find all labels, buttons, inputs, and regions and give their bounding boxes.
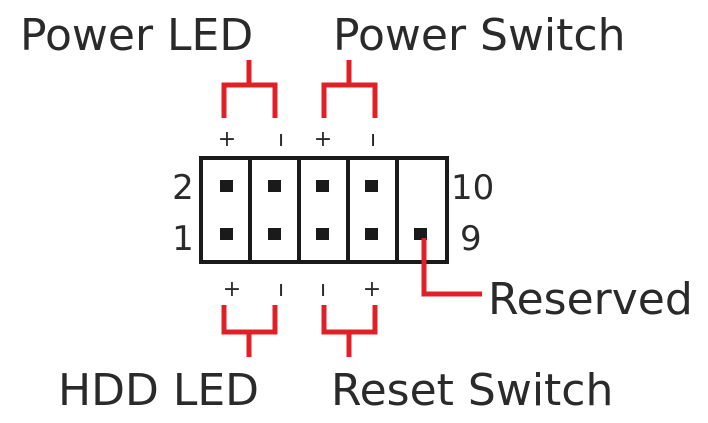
pin-4 bbox=[268, 180, 281, 192]
pin-9 bbox=[414, 228, 427, 240]
power-switch-minus: ı bbox=[370, 127, 376, 152]
pin-3 bbox=[268, 228, 281, 240]
hdd-led-minus: ı bbox=[278, 277, 284, 302]
header-connector bbox=[199, 156, 449, 264]
reset-switch-plus: + bbox=[363, 277, 381, 302]
power-switch-plus: + bbox=[314, 127, 332, 152]
pin-6 bbox=[316, 180, 329, 192]
label-power-switch: Power Switch bbox=[333, 10, 626, 61]
label-power-led: Power LED bbox=[20, 10, 253, 61]
label-reset-switch: Reset Switch bbox=[331, 365, 613, 416]
pin-7 bbox=[365, 228, 378, 240]
pin-5 bbox=[316, 228, 329, 240]
hdd-led-plus: + bbox=[223, 277, 241, 302]
pin-number-1: 1 bbox=[172, 219, 194, 259]
pins bbox=[220, 180, 427, 240]
pin-1 bbox=[220, 228, 233, 240]
reset-switch-bracket bbox=[321, 305, 378, 357]
pin-number-2: 2 bbox=[172, 168, 194, 208]
power-led-bracket bbox=[221, 60, 278, 118]
pin-number-10: 10 bbox=[451, 168, 494, 208]
power-led-plus: + bbox=[218, 127, 236, 152]
label-reserved: Reserved bbox=[488, 274, 693, 325]
reserved-leader bbox=[421, 238, 482, 297]
hdd-led-bracket bbox=[221, 305, 278, 357]
power-switch-bracket bbox=[321, 60, 378, 118]
reset-switch-minus: ı bbox=[320, 277, 326, 302]
pin-number-9: 9 bbox=[460, 219, 482, 259]
label-hdd-led: HDD LED bbox=[58, 365, 259, 416]
pin-2 bbox=[220, 180, 233, 192]
pin-8 bbox=[365, 180, 378, 192]
power-led-minus: ı bbox=[278, 127, 284, 152]
